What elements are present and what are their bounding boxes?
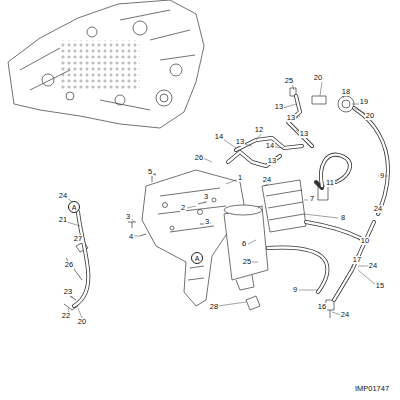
callout-number: 2 bbox=[180, 204, 186, 212]
callout-number: 7 bbox=[309, 195, 315, 203]
callout-number: 12 bbox=[254, 126, 264, 134]
drawing-code: IMP01747 bbox=[354, 385, 390, 393]
reference-circle: A bbox=[191, 252, 203, 264]
callout-number: 20 bbox=[313, 74, 323, 82]
reference-letter: A bbox=[72, 204, 77, 211]
callout-number: 14 bbox=[214, 133, 224, 141]
callout-number: 13 bbox=[299, 130, 309, 138]
callout-number: 11 bbox=[325, 179, 335, 187]
callout-number: 13 bbox=[235, 138, 245, 146]
callout-number: 13 bbox=[267, 157, 277, 165]
callout-number: 20 bbox=[77, 318, 87, 326]
callout-number: 19 bbox=[359, 98, 369, 106]
callout-number: 28 bbox=[209, 303, 219, 311]
callout-number: 24 bbox=[340, 311, 350, 319]
callout-number: 22 bbox=[61, 312, 71, 320]
callout-number: 3 bbox=[125, 213, 131, 221]
callout-number: 23 bbox=[63, 288, 73, 296]
callout-number: 9 bbox=[379, 172, 385, 180]
callout-number: 1 bbox=[237, 174, 243, 182]
callout-number: 8 bbox=[340, 214, 346, 222]
callout-number: 14 bbox=[265, 142, 275, 150]
callout-number: 26 bbox=[194, 154, 204, 162]
callout-number: 24 bbox=[262, 176, 272, 184]
callout-number: 13 bbox=[274, 103, 284, 111]
callout-number: 13 bbox=[286, 114, 296, 122]
callout-number: 10 bbox=[360, 237, 370, 245]
callout-number: 17 bbox=[352, 256, 362, 264]
callout-number: 4 bbox=[128, 233, 134, 241]
callout-number: 27 bbox=[73, 235, 83, 243]
callout-number: 26 bbox=[64, 261, 74, 269]
callout-number: 9 bbox=[292, 286, 298, 294]
reference-circle: A bbox=[68, 201, 80, 213]
callout-number: 15 bbox=[375, 282, 385, 290]
callout-number: 25 bbox=[242, 258, 252, 266]
callout-number: 25 bbox=[284, 77, 294, 85]
callout-number: 5 bbox=[147, 168, 153, 176]
callout-number: 16 bbox=[317, 303, 327, 311]
callout-number: 3 bbox=[203, 193, 209, 201]
callout-number: 24 bbox=[368, 262, 378, 270]
callout-number: 20 bbox=[365, 112, 375, 120]
reference-letter: A bbox=[195, 255, 200, 262]
callout-number: 18 bbox=[341, 88, 351, 96]
callout-number: 6 bbox=[241, 240, 247, 248]
callout-number: 21 bbox=[58, 216, 68, 224]
callout-number: 3 bbox=[204, 218, 210, 226]
callout-number: 24 bbox=[58, 192, 68, 200]
callout-number: 24 bbox=[373, 205, 383, 213]
